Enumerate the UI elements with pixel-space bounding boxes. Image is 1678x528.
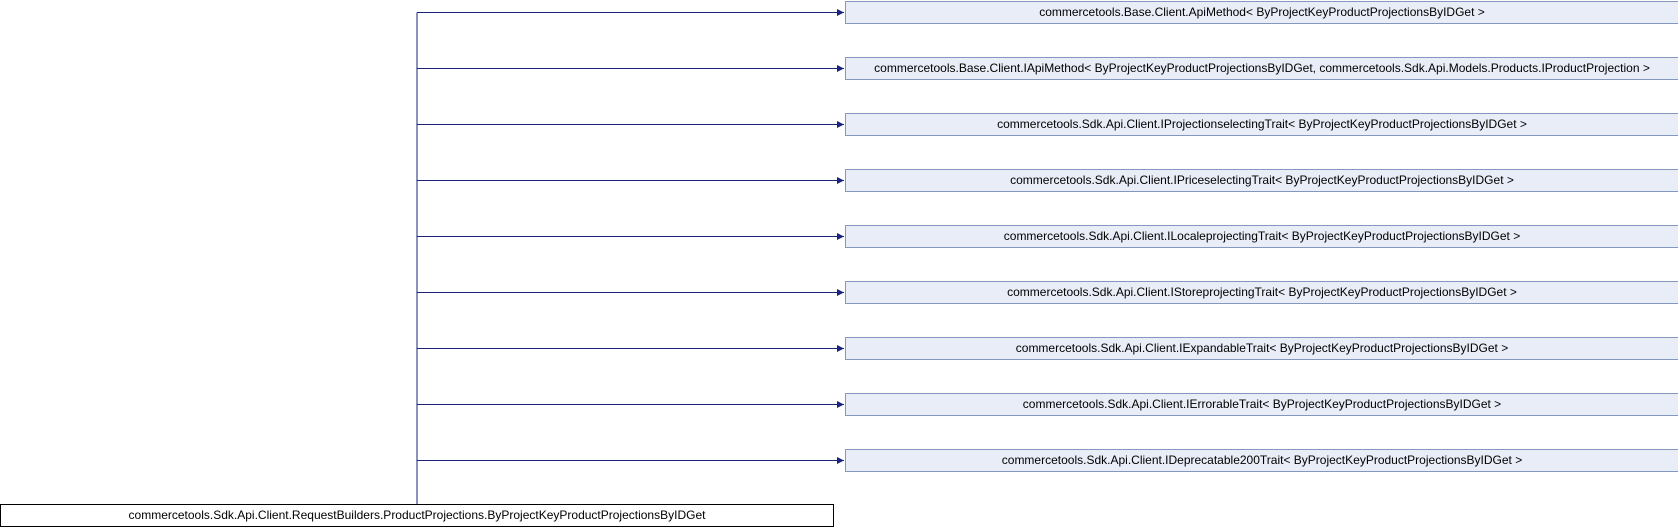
derived-class-node[interactable]: commercetools.Sdk.Api.Client.RequestBuil… [0,504,834,527]
base-class-node[interactable]: commercetools.Sdk.Api.Client.ILocaleproj… [845,225,1678,248]
base-class-node[interactable]: commercetools.Sdk.Api.Client.IExpandable… [845,337,1678,360]
base-class-node[interactable]: commercetools.Sdk.Api.Client.IPriceselec… [845,169,1678,192]
base-class-node[interactable]: commercetools.Base.Client.ApiMethod< ByP… [845,1,1678,24]
base-class-node[interactable]: commercetools.Base.Client.IApiMethod< By… [845,57,1678,80]
base-class-node[interactable]: commercetools.Sdk.Api.Client.IDeprecatab… [845,449,1678,472]
base-class-node[interactable]: commercetools.Sdk.Api.Client.IStoreproje… [845,281,1678,304]
base-class-node[interactable]: commercetools.Sdk.Api.Client.IProjection… [845,113,1678,136]
base-class-node[interactable]: commercetools.Sdk.Api.Client.IErrorableT… [845,393,1678,416]
